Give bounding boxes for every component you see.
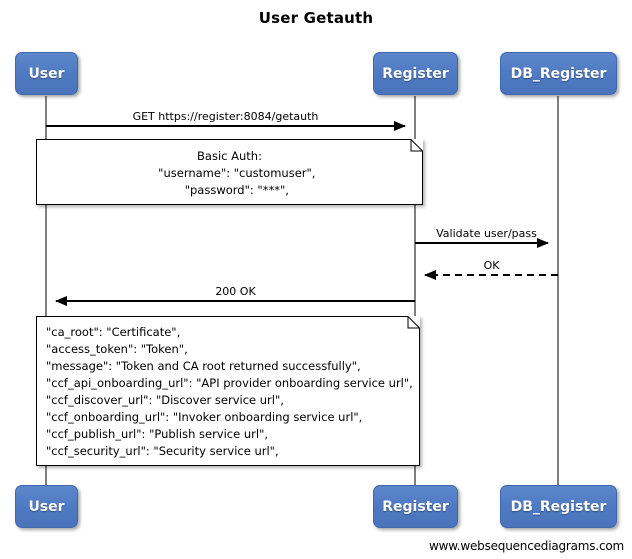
note-basic-auth-text: Basic Auth: "username": "customuser", "p…	[158, 149, 316, 197]
note-token-response: "ca_root": "Certificate", "access_token"…	[36, 316, 420, 466]
actor-db-register-top[interactable]: DB_Register	[500, 52, 617, 95]
watermark-footer: www.websequencediagrams.com	[429, 539, 624, 553]
actor-user-top-label: User	[28, 65, 65, 82]
message-arrows	[46, 121, 558, 306]
actor-db-register-top-label: DB_Register	[510, 65, 607, 82]
message-label-ok: OK	[483, 259, 500, 272]
note-token-response-text: "ca_root": "Certificate", "access_token"…	[46, 325, 413, 458]
actor-db-register-bottom[interactable]: DB_Register	[500, 485, 617, 528]
message-label-get-getauth: GET https://register:8084/getauth	[132, 110, 319, 123]
page-title: User Getauth	[258, 9, 374, 27]
actor-db-register-bottom-label: DB_Register	[510, 498, 607, 515]
actor-user-top[interactable]: User	[15, 52, 78, 95]
note-token-response-shape	[36, 316, 420, 466]
message-label-200-ok: 200 OK	[215, 285, 256, 298]
actor-user-bottom[interactable]: User	[15, 485, 78, 528]
actor-user-bottom-label: User	[28, 498, 65, 515]
actor-register-bottom-label: Register	[382, 498, 449, 515]
note-basic-auth: Basic Auth: "username": "customuser", "p…	[36, 139, 423, 205]
note-basic-auth-shape	[36, 139, 423, 205]
actor-register-bottom[interactable]: Register	[373, 485, 458, 528]
message-label-validate-user-pass: Validate user/pass	[436, 227, 537, 240]
actor-register-top-label: Register	[382, 65, 449, 82]
actor-register-top[interactable]: Register	[373, 52, 458, 95]
